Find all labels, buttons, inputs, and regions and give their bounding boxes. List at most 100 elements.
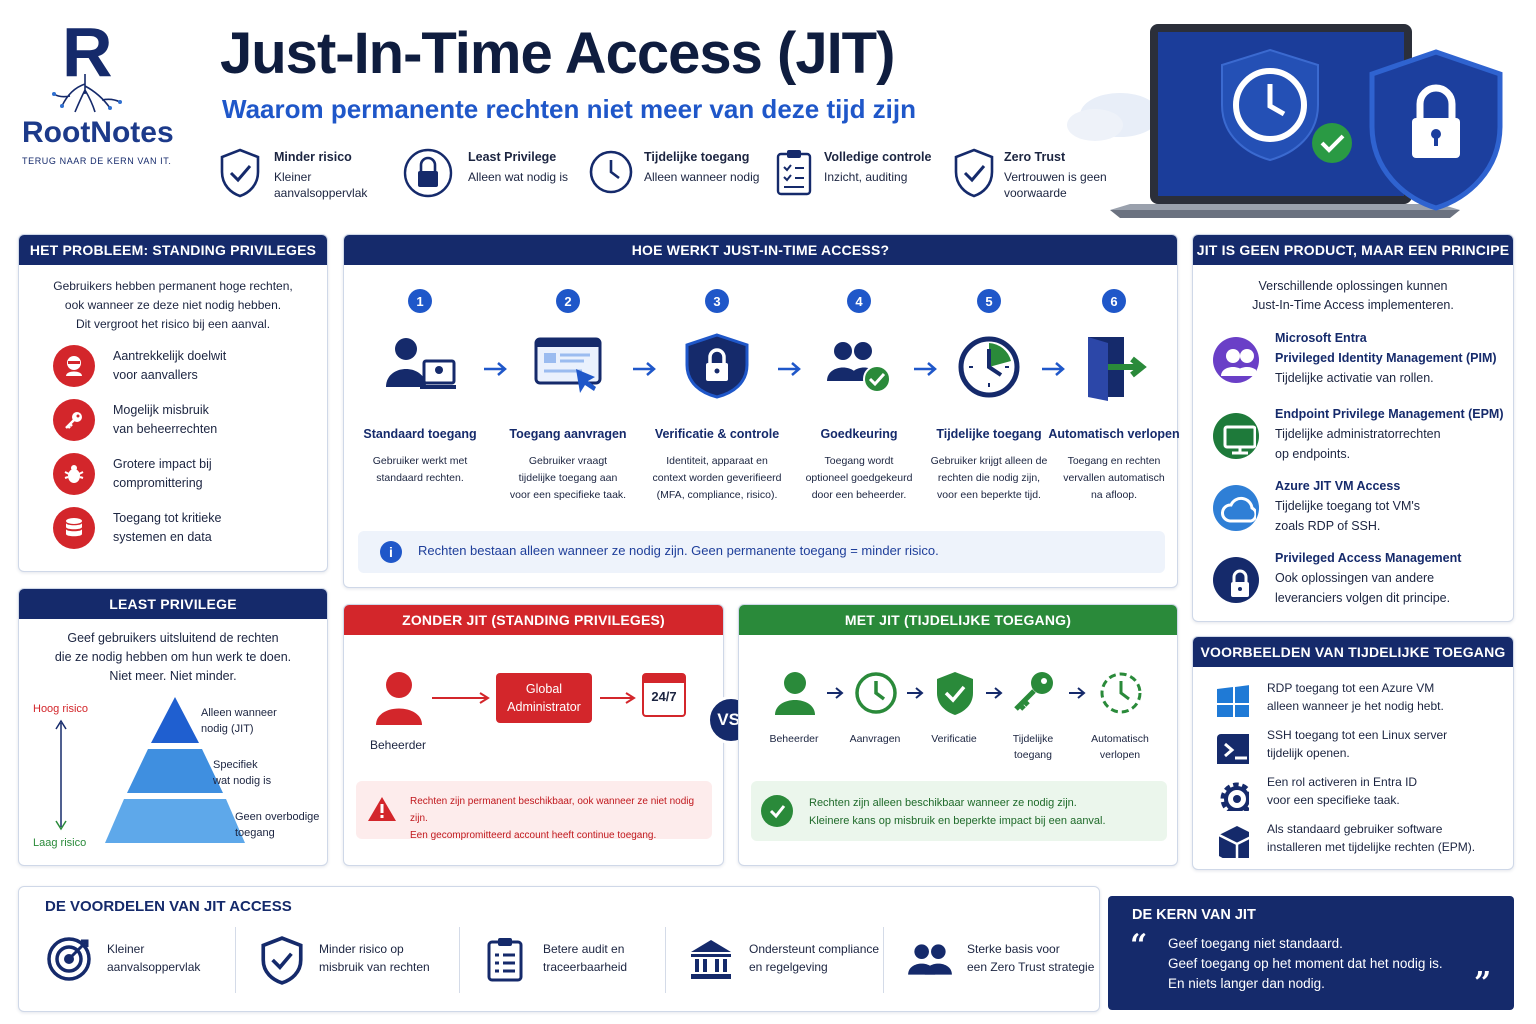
monitor-icon: [1213, 413, 1259, 459]
problem-heading: HET PROBLEEM: STANDING PRIVILEGES: [19, 235, 327, 265]
with-step-label: Automatisch: [1091, 733, 1149, 745]
benefit-line: traceerbaarheid: [543, 960, 628, 974]
with-step: Automatisch verlopen: [1075, 641, 1165, 771]
risk-arrow: [55, 719, 67, 831]
users-icon: [1213, 337, 1259, 383]
example-line: Als standaard gebruiker software: [1267, 822, 1443, 836]
feature-desc: Vertrouwen is geen voorwaarde: [1004, 170, 1107, 200]
step-desc-line: Gebruiker vraagt: [528, 455, 608, 467]
bug-icon: [53, 453, 95, 495]
shield-check-icon: [220, 148, 260, 198]
problem-item-line: systemen en data: [113, 530, 212, 544]
arrow-icon: [482, 361, 508, 377]
arrow-icon: [912, 361, 938, 377]
hacker-icon: [53, 345, 95, 387]
check-icon: [761, 795, 793, 827]
shield-lock-icon: [681, 333, 753, 405]
feature-row: Minder risico Kleiner aanvalsoppervlak L…: [218, 145, 1138, 205]
target-icon: [45, 935, 95, 985]
step-title: Toegang aanvragen: [509, 427, 627, 441]
example-line: voor een specifieke taak.: [1267, 793, 1400, 807]
step-title: Automatisch verlopen: [1048, 427, 1180, 441]
principle-line: Microsoft Entra: [1275, 331, 1367, 345]
padlock-icon: [403, 148, 453, 198]
user-laptop-icon: [384, 333, 456, 405]
principle-line: Azure JIT VM Access: [1275, 479, 1401, 493]
laptop-shield-illustration: [1060, 10, 1530, 225]
step-title: Standaard toegang: [363, 427, 477, 441]
problem-intro-line: Gebruikers hebben permanent hoge rechten…: [53, 279, 293, 293]
timer-icon: [953, 333, 1025, 405]
principle-line: op endpoints.: [1275, 447, 1351, 461]
example-line: RDP toegang tot een Azure VM: [1267, 681, 1435, 695]
step-title: Tijdelijke toegang: [936, 427, 1042, 441]
benefit-line: Betere audit en: [543, 942, 625, 956]
core-line: En niets langer dan nodig.: [1168, 976, 1325, 991]
benefit-line: een Zero Trust strategie: [967, 960, 1095, 974]
divider: [235, 927, 236, 993]
with-step-label: verlopen: [1099, 749, 1141, 761]
without-warning-line: Een gecompromitteerd account heeft conti…: [410, 830, 657, 841]
user-icon: [771, 669, 817, 715]
benefit-line: Kleiner: [107, 942, 145, 956]
clipboard-icon: [776, 150, 812, 196]
feature-title: Tijdelijke toegang: [644, 150, 750, 164]
arrow-icon: [826, 687, 844, 699]
database-icon: [53, 507, 95, 549]
arrow-icon: [432, 692, 490, 704]
package-icon: [1213, 822, 1249, 858]
with-heading: MET JIT (TIJDELIJKE TOEGANG): [739, 605, 1177, 635]
step-desc-line: rechten die nodig zijn,: [937, 472, 1041, 484]
step-number: 1: [408, 289, 432, 313]
users-icon: [905, 935, 955, 985]
principle-heading: JIT IS GEEN PRODUCT, MAAR EEN PRINCIPE: [1193, 235, 1513, 265]
clock-icon: [589, 150, 633, 194]
principle-line: Privileged Identity Management (PIM): [1275, 351, 1497, 365]
arrow-icon: [600, 692, 636, 704]
example-line: alleen wanneer je het nodig hebt.: [1267, 699, 1444, 713]
step-desc: Gebruiker werkt met standaard rechten.: [344, 453, 496, 487]
windows-icon: [1213, 681, 1249, 717]
feature-title: Zero Trust: [1004, 150, 1066, 164]
shield-check-icon: [954, 148, 994, 198]
step-desc-line: Gebruiker werkt met: [372, 455, 468, 467]
arrow-icon: [906, 687, 924, 699]
open-quote-icon: “: [1130, 928, 1148, 963]
info-icon: i: [380, 541, 402, 563]
benefit-line: Ondersteunt compliance: [749, 942, 880, 956]
problem-panel: HET PROBLEEM: STANDING PRIVILEGES Gebrui…: [18, 234, 328, 572]
how-note-text: Rechten bestaan alleen wanneer ze nodig …: [418, 543, 939, 558]
benefit-line: misbruik van rechten: [319, 960, 430, 974]
step-desc-line: vervallen automatisch: [1063, 472, 1165, 484]
page-title: Just-In-Time Access (JIT): [220, 21, 895, 86]
feature-title: Least Privilege: [468, 150, 557, 164]
step-desc-line: standaard rechten.: [376, 472, 464, 484]
step-desc-line: voor een beperkte tijd.: [937, 489, 1041, 501]
core-panel: DE KERN VAN JIT “ Geef toegang niet stan…: [1108, 896, 1514, 1010]
brand-logo: R: [40, 14, 150, 114]
problem-item-line: Aantrekkelijk doelwit: [113, 349, 227, 363]
arrow-icon: [1068, 687, 1086, 699]
privilege-pyramid: [105, 697, 245, 843]
least-privilege-heading: LEAST PRIVILEGE: [19, 589, 327, 619]
arrow-icon: [1040, 361, 1066, 377]
least-privilege-panel: LEAST PRIVILEGE Geef gebruikers uitsluit…: [18, 588, 328, 866]
without-user-label: Beheerder: [370, 738, 427, 752]
lp-intro-line: Niet meer. Niet minder.: [109, 669, 237, 683]
